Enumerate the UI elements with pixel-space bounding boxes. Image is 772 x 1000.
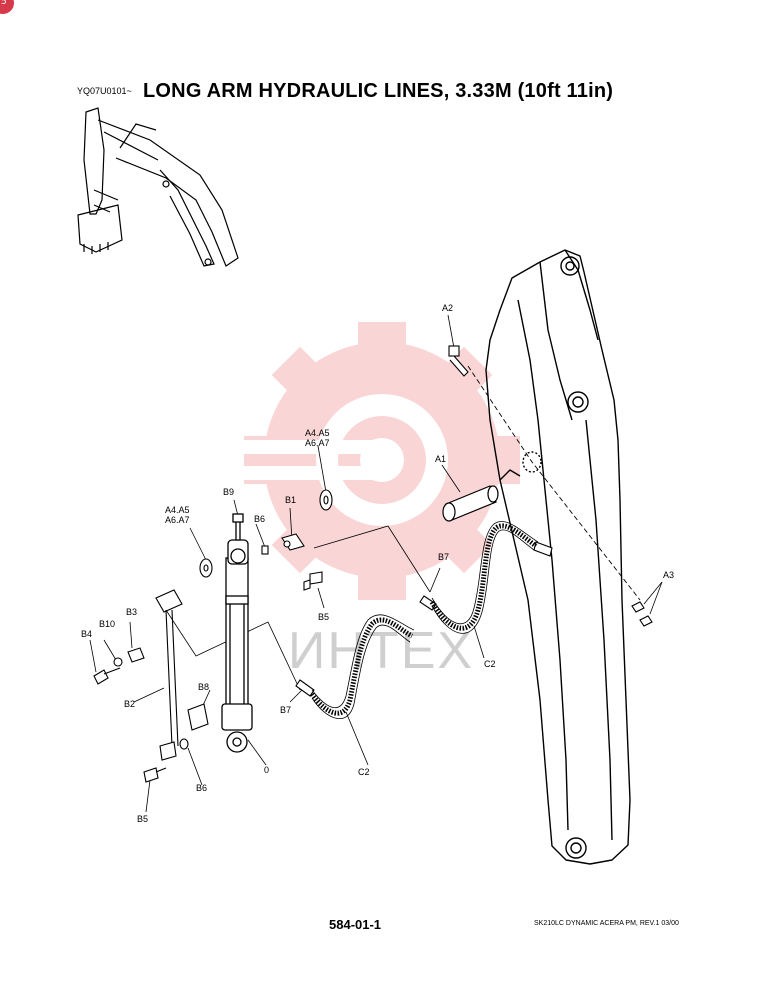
solid-leaders [89, 314, 663, 813]
footer-note: SK210LC DYNAMIC ACERA PM, REV.1 03/00 [534, 920, 679, 927]
label-B5-upper: B5 [318, 612, 329, 622]
watermark-text: ИНТЕХ [288, 622, 474, 680]
washers [199, 489, 333, 578]
label-C2-left: C2 [358, 767, 370, 777]
label-B9: B9 [223, 487, 234, 497]
label-A1: A1 [435, 454, 446, 464]
excavator-overview-illustration [77, 107, 239, 267]
page-number: 584-01-1 [329, 917, 382, 932]
arm-assembly [485, 249, 631, 865]
label-A2: A2 [442, 303, 453, 313]
label-B3: B3 [126, 607, 137, 617]
label-B8: B8 [198, 682, 209, 692]
watermark-gear-logo [232, 322, 520, 600]
label-A4-left-1: A4.A5 [165, 505, 190, 515]
page-title: LONG ARM HYDRAULIC LINES, 3.33M (10ft 11… [143, 80, 614, 102]
label-B2: B2 [124, 699, 135, 709]
hose-C2-right [429, 523, 538, 631]
corner-badge-text: 5 [1, 0, 7, 7]
pin-A1 [442, 485, 499, 522]
label-B6-lower: B6 [196, 783, 207, 793]
bolt-A2 [448, 345, 469, 377]
label-B1: B1 [285, 495, 296, 505]
label-A3: A3 [663, 570, 674, 580]
label-B10: B10 [99, 619, 115, 629]
label-B7-left: B7 [280, 705, 291, 715]
label-A4-left-2: A6.A7 [165, 515, 190, 525]
hose-C2-left-outline [311, 614, 415, 720]
label-A4-upper-1: A4.A5 [305, 428, 330, 438]
hose-C2-left [309, 617, 414, 716]
label-zero: 0 [264, 765, 269, 775]
fittings [93, 533, 553, 783]
hose-C2-right-outline [431, 521, 539, 634]
nuts-A3 [631, 601, 653, 627]
label-A4-upper-2: A6.A7 [305, 438, 330, 448]
hydraulic-cylinder [221, 513, 253, 753]
corner-badge: 5 [0, 0, 14, 14]
leader-lines [467, 365, 641, 601]
reference-code: YQ07U0101~ [77, 86, 132, 96]
label-B5-lower: B5 [137, 814, 148, 824]
label-B7-right: B7 [438, 552, 449, 562]
label-B6-upper: B6 [254, 514, 265, 524]
label-B4: B4 [81, 629, 92, 639]
label-C2-right: C2 [484, 659, 496, 669]
